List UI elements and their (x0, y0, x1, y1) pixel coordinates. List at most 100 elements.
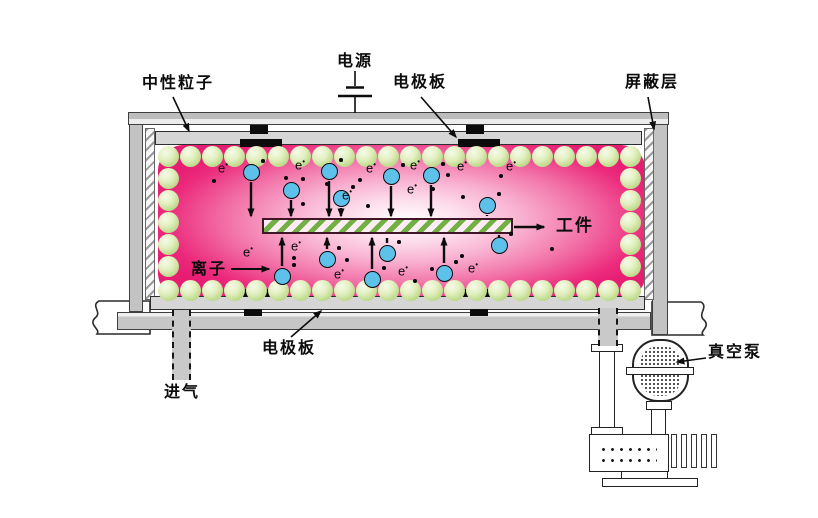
ion-charge-dot (351, 185, 355, 189)
ion-particle (382, 167, 400, 185)
electron-symbol: e• (410, 157, 421, 173)
neutral-particle (597, 145, 619, 167)
label-workpiece: 工件 (556, 216, 594, 235)
ion-charge-dot (301, 177, 305, 181)
electron-dot (446, 173, 450, 177)
workpiece-plate (262, 218, 513, 234)
shield-layer-right (644, 128, 654, 300)
ion-charge-dot (497, 192, 501, 196)
electron-symbol: e• (398, 263, 409, 279)
electron-dot (366, 204, 370, 208)
neutral-particle (597, 279, 619, 301)
neutral-particle (443, 279, 465, 301)
chamber-top-frame (128, 112, 669, 125)
neutral-particle (399, 145, 421, 167)
ion-particle (282, 181, 300, 199)
pump-base-lower (602, 478, 698, 487)
neutral-particle (421, 145, 443, 167)
electron-symbol: e• (468, 260, 479, 276)
neutral-particle (289, 279, 311, 301)
label-gas-inlet: 进气 (164, 384, 201, 401)
electrode-pad (458, 139, 500, 147)
neutral-particle (223, 279, 245, 301)
electron-symbol: e• (243, 244, 254, 260)
gas-inlet-tube (172, 310, 191, 380)
electron-dot (430, 267, 434, 271)
neutral-particle (267, 145, 289, 167)
electron-symbol: e• (407, 181, 418, 197)
power-symbol (338, 71, 372, 113)
ion-particle (273, 267, 291, 285)
shield-layer-left (145, 128, 155, 300)
neutral-particle (465, 279, 487, 301)
electron-dot (461, 195, 465, 199)
neutral-particle (553, 145, 575, 167)
ion-particle (435, 264, 453, 282)
neutral-particle (179, 279, 201, 301)
chamber-wall-right (652, 124, 668, 335)
pump-fin (711, 434, 717, 468)
ion-charge-dot (397, 240, 401, 244)
exhaust-tube (598, 308, 618, 346)
neutral-particle (509, 145, 531, 167)
electron-dot (413, 279, 417, 283)
neutral-particle (179, 145, 201, 167)
neutral-particle (487, 145, 509, 167)
ion-charge-dot (401, 163, 405, 167)
pump-motor-pipe (651, 409, 666, 435)
neutral-particle (157, 255, 179, 277)
ion-particle (478, 196, 496, 214)
label-electrode-top: 电极板 (393, 74, 448, 91)
neutral-particle (619, 279, 641, 301)
neutral-particle (157, 211, 179, 233)
electrode-pad (240, 139, 282, 147)
neutral-particle (267, 279, 289, 301)
neutral-particle (465, 145, 487, 167)
neutral-particle (619, 233, 641, 255)
ion-particle (363, 270, 381, 288)
neutral-particle (157, 189, 179, 211)
neutral-particle (333, 279, 355, 301)
ion-particle (320, 162, 338, 180)
ion-particle (378, 244, 396, 262)
neutral-particle (223, 145, 245, 167)
neutral-particle (575, 279, 597, 301)
pump-fin (691, 434, 697, 468)
neutral-particle (157, 233, 179, 255)
ion-charge-dot (382, 266, 386, 270)
neutral-particle (509, 279, 531, 301)
label-electrode-bottom: 电极板 (262, 340, 317, 357)
neutral-particle (377, 279, 399, 301)
neutral-particle (201, 145, 223, 167)
ion-charge-dot (339, 158, 343, 162)
electron-dot (460, 254, 464, 258)
neutral-particle (311, 145, 333, 167)
pump-motor-collar (626, 367, 694, 375)
electron-symbol: e• (334, 266, 345, 282)
electron-symbol: e• (342, 187, 353, 203)
electrode-connector (470, 309, 488, 316)
neutral-particle (619, 189, 641, 211)
neutral-particle (355, 145, 377, 167)
ion-particle (318, 250, 336, 268)
neutral-particle (619, 145, 641, 167)
electron-symbol: e• (506, 158, 517, 174)
pump-fin (671, 434, 677, 468)
chamber-bottom-frame (117, 312, 651, 330)
chamber-wall-left (129, 124, 143, 312)
ion-charge-dot (441, 162, 445, 166)
electron-symbol: e• (291, 238, 302, 254)
neutral-particle (157, 167, 179, 189)
neutral-particle (619, 255, 641, 277)
neutral-particle (377, 145, 399, 167)
neutral-particle (311, 279, 333, 301)
ion-charge-dot (509, 232, 513, 236)
electron-dot (325, 182, 329, 186)
ion-particle (422, 166, 440, 184)
neutral-particle (245, 279, 267, 301)
neutral-particle (157, 145, 179, 167)
electron-dot (212, 179, 216, 183)
electrode-connector (466, 125, 484, 134)
electron-dot (358, 178, 362, 182)
